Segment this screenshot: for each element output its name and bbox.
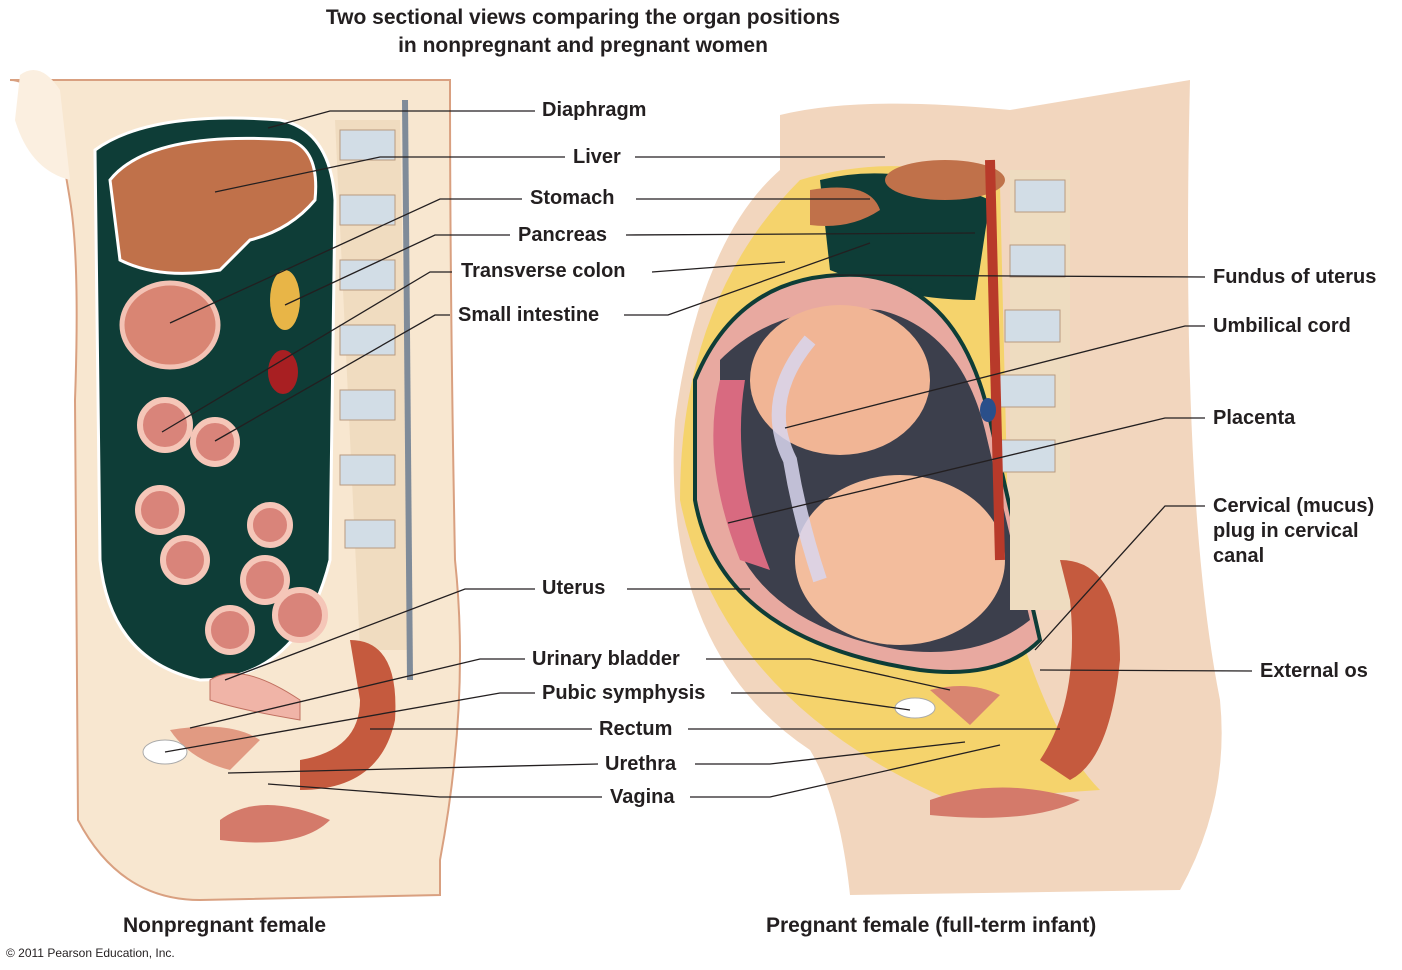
label-cervical-plug-line-1: Cervical (mucus) [1213,495,1375,517]
label-placenta: Placenta [1213,407,1296,429]
label-rectum: Rectum [599,718,673,740]
label-vagina: Vagina [610,786,675,808]
label-diaphragm: Diaphragm [542,99,647,121]
caption-nonpregnant: Nonpregnant female [123,914,327,937]
label-fundus-of-uterus: Fundus of uterus [1213,266,1377,288]
pregnant-figure [673,80,1222,895]
label-pancreas: Pancreas [518,224,607,246]
label-uterus: Uterus [542,577,606,599]
label-pubic-symphysis: Pubic symphysis [542,682,706,704]
copyright-notice: © 2011 Pearson Education, Inc. [6,946,175,960]
label-small-intestine: Small intestine [458,304,600,326]
label-stomach: Stomach [530,187,615,209]
nonpregnant-figure [9,70,461,902]
label-cervical-plug-line-2: plug in cervical [1213,520,1359,542]
label-urethra: Urethra [605,753,677,775]
label-liver: Liver [573,146,621,168]
caption-pregnant: Pregnant female (full-term infant) [766,914,1097,937]
leader-lines [161,110,1253,798]
diagram-title-line-1: Two sectional views comparing the organ … [325,6,841,29]
label-urinary-bladder: Urinary bladder [532,648,680,670]
diagram-title-line-2: in nonpregnant and pregnant women [398,34,768,57]
label-cervical-plug-line-3: canal [1213,545,1265,567]
label-transverse-colon: Transverse colon [461,260,626,282]
label-umbilical-cord: Umbilical cord [1213,315,1351,337]
label-external-os: External os [1260,660,1368,682]
